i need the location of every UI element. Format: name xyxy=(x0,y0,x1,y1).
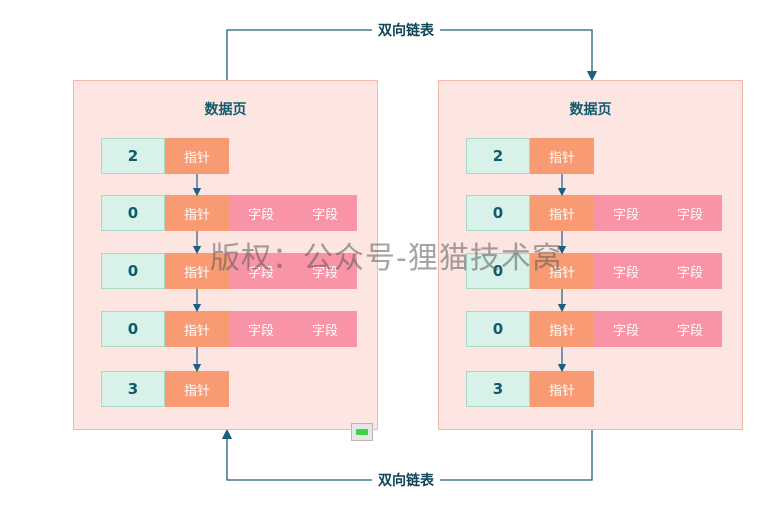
pointer-cell: 指针 xyxy=(165,195,229,231)
data-page-right: 数据页 2 指针 0 指针 字段 字段 0 指针 字段 字段 0 指针 字段 字… xyxy=(438,80,743,430)
field-cell: 字段 xyxy=(293,195,357,231)
field-cell: 字段 xyxy=(658,253,722,289)
record-header-value: 0 xyxy=(101,195,165,231)
field-cell: 字段 xyxy=(229,195,293,231)
bottom-link-label: 双向链表 xyxy=(372,470,440,490)
field-cell: 字段 xyxy=(594,253,658,289)
record-chain-arrows xyxy=(557,174,567,373)
field-cell: 字段 xyxy=(293,253,357,289)
record-row: 0 指针 字段 字段 xyxy=(466,311,722,347)
record-header-value: 0 xyxy=(101,253,165,289)
data-page-left: 数据页 2 指针 0 指针 字段 字段 0 指针 字段 字段 0 指针 字段 字… xyxy=(73,80,378,430)
page-title: 数据页 xyxy=(204,102,247,118)
pointer-cell: 指针 xyxy=(530,311,594,347)
record-row: 2 指针 xyxy=(466,138,594,174)
pointer-cell: 指针 xyxy=(165,138,229,174)
record-row: 0 指针 字段 字段 xyxy=(101,311,357,347)
field-cell: 字段 xyxy=(229,311,293,347)
field-cell: 字段 xyxy=(594,195,658,231)
pointer-cell: 指针 xyxy=(530,253,594,289)
status-indicator-button[interactable] xyxy=(351,423,373,441)
record-header-value: 2 xyxy=(466,138,530,174)
record-row: 0 指针 字段 字段 xyxy=(466,253,722,289)
field-cell: 字段 xyxy=(658,311,722,347)
record-row: 3 指针 xyxy=(101,371,229,407)
page-title: 数据页 xyxy=(569,102,612,118)
record-row: 3 指针 xyxy=(466,371,594,407)
field-cell: 字段 xyxy=(229,253,293,289)
record-header-value: 0 xyxy=(466,195,530,231)
pointer-cell: 指针 xyxy=(530,138,594,174)
field-cell: 字段 xyxy=(293,311,357,347)
record-row: 0 指针 字段 字段 xyxy=(466,195,722,231)
record-row: 0 指针 字段 字段 xyxy=(101,253,357,289)
record-row: 2 指针 xyxy=(101,138,229,174)
record-chain-arrows xyxy=(192,174,202,373)
field-cell: 字段 xyxy=(658,195,722,231)
top-link-label: 双向链表 xyxy=(372,20,440,40)
pointer-cell: 指针 xyxy=(165,253,229,289)
field-cell: 字段 xyxy=(594,311,658,347)
record-header-value: 0 xyxy=(101,311,165,347)
record-header-value: 2 xyxy=(101,138,165,174)
pointer-cell: 指针 xyxy=(165,371,229,407)
record-header-value: 0 xyxy=(466,253,530,289)
green-indicator-icon xyxy=(356,429,368,435)
watermark: 版权：公众号-狸猫技术窝 xyxy=(210,241,563,276)
record-row: 0 指针 字段 字段 xyxy=(101,195,357,231)
record-header-value: 3 xyxy=(101,371,165,407)
pointer-cell: 指针 xyxy=(165,311,229,347)
pointer-cell: 指针 xyxy=(530,371,594,407)
record-header-value: 0 xyxy=(466,311,530,347)
pointer-cell: 指针 xyxy=(530,195,594,231)
record-header-value: 3 xyxy=(466,371,530,407)
